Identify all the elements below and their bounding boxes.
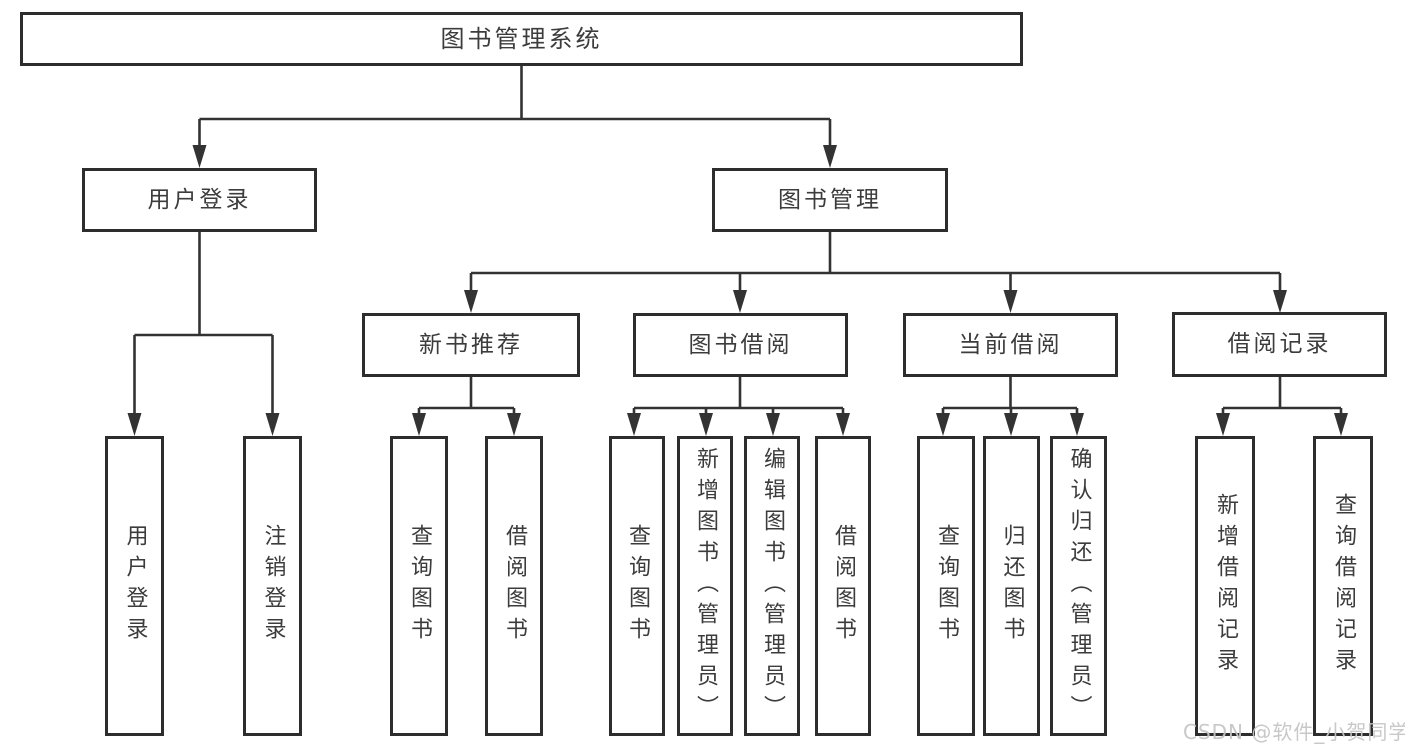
node-current-borrow: 当前借阅 bbox=[903, 313, 1118, 377]
node-book-borrow-label: 图书借阅 bbox=[688, 331, 793, 358]
node-root-label: 图书管理系统 bbox=[440, 25, 603, 53]
leaf-user-login-label: 用户登录 bbox=[122, 524, 148, 648]
node-book-management-label: 图书管理 bbox=[778, 186, 882, 213]
leaf-add-book-admin: 新增图书（管理员） bbox=[677, 436, 733, 736]
leaf-add-borrow-record: 新增借阅记录 bbox=[1195, 436, 1255, 736]
arrowheads bbox=[127, 145, 1348, 436]
node-user-login-label: 用户登录 bbox=[147, 186, 252, 213]
node-root: 图书管理系统 bbox=[20, 12, 1023, 66]
leaf-query-borrow-record-label: 查询借阅记录 bbox=[1331, 493, 1356, 679]
node-new-book-recommend-label: 新书推荐 bbox=[419, 331, 523, 358]
leaf-borrow-books-recommend-label: 借阅图书 bbox=[502, 524, 527, 648]
leaf-logout: 注销登录 bbox=[243, 436, 302, 736]
node-new-book-recommend: 新书推荐 bbox=[362, 313, 580, 377]
leaf-query-books-current: 查询图书 bbox=[917, 436, 975, 736]
node-user-login: 用户登录 bbox=[82, 168, 317, 232]
node-borrow-records: 借阅记录 bbox=[1172, 312, 1387, 377]
leaf-return-book: 归还图书 bbox=[983, 436, 1040, 736]
leaf-borrow-books-recommend: 借阅图书 bbox=[485, 436, 543, 736]
node-current-borrow-label: 当前借阅 bbox=[958, 331, 1063, 358]
leaf-edit-book-admin: 编辑图书（管理员） bbox=[744, 436, 800, 736]
leaf-query-books-recommend-label: 查询图书 bbox=[407, 524, 432, 648]
leaf-add-borrow-record-label: 新增借阅记录 bbox=[1213, 493, 1238, 679]
node-book-borrow: 图书借阅 bbox=[633, 313, 848, 377]
leaf-user-login: 用户登录 bbox=[105, 436, 164, 736]
leaf-add-book-admin-label: 新增图书（管理员） bbox=[693, 446, 718, 726]
node-borrow-records-label: 借阅记录 bbox=[1227, 331, 1332, 357]
leaf-edit-book-admin-label: 编辑图书（管理员） bbox=[760, 446, 785, 726]
leaf-return-book-label: 归还图书 bbox=[999, 524, 1025, 648]
leaf-query-books-current-label: 查询图书 bbox=[934, 524, 959, 648]
leaf-logout-label: 注销登录 bbox=[260, 524, 286, 648]
leaf-query-borrow-record: 查询借阅记录 bbox=[1313, 436, 1373, 736]
leaf-confirm-return-admin: 确认归还（管理员） bbox=[1050, 436, 1107, 736]
leaf-query-books-borrow: 查询图书 bbox=[609, 436, 665, 736]
leaf-borrow-books-label: 借阅图书 bbox=[831, 524, 856, 648]
node-book-management: 图书管理 bbox=[712, 168, 948, 232]
leaf-confirm-return-admin-label: 确认归还（管理员） bbox=[1066, 446, 1092, 726]
leaf-borrow-books: 借阅图书 bbox=[815, 436, 871, 736]
csdn-watermark: CSDN @软件_小贺同学 bbox=[1183, 720, 1405, 744]
leaf-query-books-borrow-label: 查询图书 bbox=[625, 524, 650, 648]
leaf-query-books-recommend: 查询图书 bbox=[390, 436, 448, 736]
